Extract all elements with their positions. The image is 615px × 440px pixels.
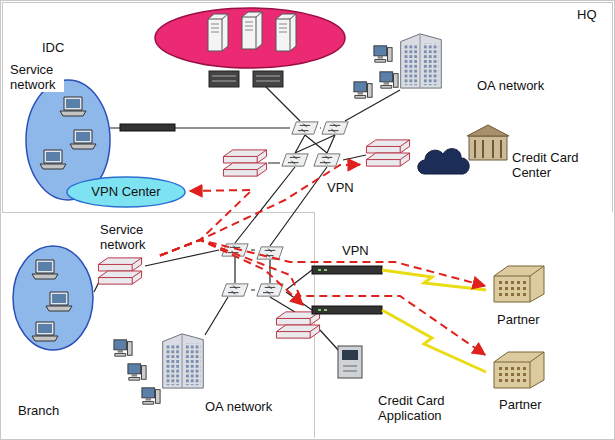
laptop (40, 150, 66, 169)
vpn-devices (312, 266, 382, 314)
node-label: Partner (499, 397, 561, 412)
node-label: Service network (100, 222, 156, 252)
card-terminal (338, 346, 362, 378)
hq-region: IDC Service networkVPN Center OA networkCr… (2, 2, 613, 212)
node-label: Credit Card Application (378, 393, 474, 423)
wan-links (382, 270, 486, 372)
edge-label: VPN (340, 243, 371, 258)
branch-router (98, 258, 141, 284)
switch (292, 122, 318, 134)
service-network-zone: Service network (8, 218, 160, 352)
rack (253, 71, 283, 87)
switch (257, 284, 283, 296)
pc (128, 364, 146, 380)
server (276, 14, 296, 51)
partner-building (494, 266, 544, 302)
credit-card-center-art (366, 125, 509, 174)
node-label: Partner (497, 312, 559, 327)
laptop (32, 260, 58, 279)
pc (374, 46, 392, 62)
zone-ellipse (13, 246, 93, 350)
rack (209, 71, 239, 87)
office-building (163, 334, 204, 388)
node-label: HQ (577, 7, 609, 22)
vpn-tunnel-arrow (160, 240, 485, 355)
network-wires (94, 86, 400, 352)
partner-buildings (494, 266, 544, 388)
partner-building (494, 352, 544, 388)
switch (282, 154, 308, 166)
laptop (46, 292, 72, 311)
node-label: Branch (18, 403, 78, 418)
switch (314, 154, 340, 166)
laptop (32, 322, 58, 341)
hq-laptops (40, 97, 96, 169)
pc (142, 388, 160, 404)
node-label: IDC (42, 40, 74, 55)
hq-switches (282, 122, 348, 166)
switch (222, 284, 248, 296)
oa-network: OA network (345, 28, 566, 108)
vpn-router (223, 150, 266, 176)
server (242, 12, 262, 49)
vpn-center-ellipse: VPN Center (66, 176, 190, 208)
node-label: OA network (205, 399, 289, 414)
zone-ellipse (67, 177, 185, 207)
switch (257, 247, 283, 259)
node-label: Service network (10, 62, 64, 92)
laptop (70, 130, 96, 149)
pc (114, 340, 132, 356)
firewall (120, 124, 175, 131)
idc-servers (208, 12, 296, 87)
vpn-tunnel-arrow (160, 165, 360, 256)
server (208, 14, 228, 51)
cloud (418, 149, 469, 174)
branch-office (114, 334, 203, 404)
pc (354, 82, 372, 98)
branch-laptops (32, 260, 72, 341)
hq-office (354, 34, 441, 98)
node-label: Credit Card Center (512, 150, 592, 180)
branch-switches (222, 244, 283, 296)
zone-ellipse (155, 8, 345, 68)
vpn-tunnel-arrow (160, 240, 303, 305)
node-label: VPN Center (66, 184, 186, 199)
office-building (401, 34, 442, 88)
laptop (60, 97, 86, 116)
router (366, 140, 409, 166)
switch (322, 122, 348, 134)
edge-label: VPN (325, 180, 356, 195)
pc (380, 72, 398, 88)
router (276, 312, 319, 338)
vpn-tunnel-arrow (160, 240, 485, 286)
node-label: OA network (477, 78, 562, 93)
bank-building (467, 125, 509, 160)
